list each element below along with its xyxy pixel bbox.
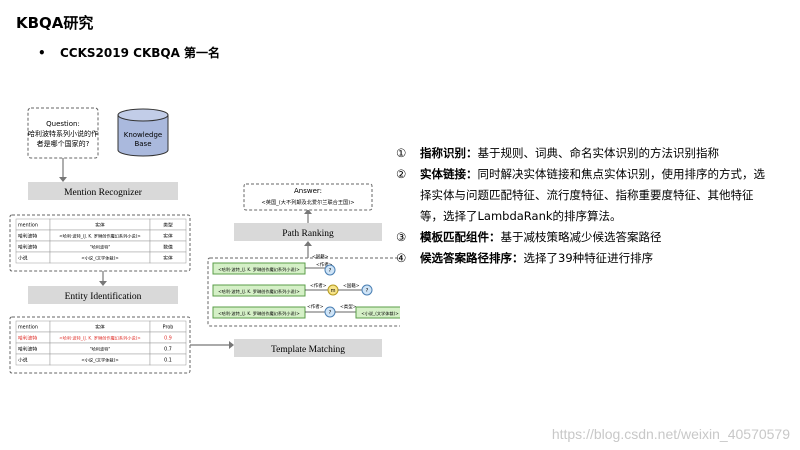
list-term: 候选答案路径排序： [420,251,524,265]
path-rel-3b: <类型> [340,303,357,310]
list-desc: 基于减枝策略减少候选答案路径 [500,230,662,244]
table-cell-bg [149,251,187,264]
table-header-cell: mention [18,325,38,331]
list-desc: 同时解决实体链接和焦点实体识别，使用排序的方式，选择实体与问题匹配特征、流行度特… [420,167,765,223]
table-header-cell: Prob [163,325,174,331]
question-label: Question: [46,120,80,128]
list-item: ① 指称识别：基于规则、词典、命名实体识别的方法识别指称 [396,143,776,164]
table-header-cell: 实体 [95,222,105,229]
path-entity-2-text: <哈利·波特_(J. K. 罗琳创作魔幻系列小说)> [218,288,300,295]
question-box [27,107,99,159]
list-number: ④ [396,251,407,265]
table-cell: 0.1 [164,358,172,364]
table-cell: 0.7 [164,347,172,353]
path-entity-3-text: <哈利·波特_(J. K. 罗琳创作魔幻系列小说)> [218,310,300,317]
template-matching-label: Template Matching [271,345,345,355]
table-cell: 哈利波特 [18,244,37,251]
path-rel-2b: <国籍> [343,282,360,289]
table-cell: 数值 [163,244,173,251]
path-var-2: ? [366,288,369,294]
question-line2: 者是哪个国家的? [37,139,90,148]
path-var-1: ? [329,268,332,274]
list-desc: 基于规则、词典、命名实体识别的方法识别指称 [477,146,720,160]
table-cell-bg [149,353,187,366]
question-line1: 哈利波特系列小说的作 [28,129,98,138]
path-rel-top: <国籍> [312,253,329,260]
table-cell: 小说 [18,255,28,262]
path-entity-3b-text: <小说_(文学体裁)> [361,310,399,317]
table-header-cell: 实体 [95,324,105,331]
path-entity-1-text: <哈利·波特_(J. K. 罗琳创作魔幻系列小说)> [218,266,300,273]
watermark-url: https://blog.csdn.net/weixin_40570579 [551,426,790,442]
path-rel-3: <作者> [307,303,324,310]
table-cell: <小说_(文学体裁)> [81,357,119,364]
list-text: 指称识别：基于规则、词典、命名实体识别的方法识别指称 [420,143,776,164]
bullet-item: • CCKS2019 CKBQA 第一名 [38,44,220,61]
table-header-cell: mention [18,223,38,229]
path-entity-1 [212,262,306,275]
table-cell: 哈利波特 [18,335,37,342]
path-entity-2 [212,284,306,297]
table-cell: <哈利·波特_(J. K. 罗琳创作魔幻系列小说)> [59,233,141,240]
entity-table: mention 实体 Prob 哈利波特 <哈利·波特_(J. K. 罗琳创作魔幻系列小… [15,320,187,366]
entity-identification-label: Entity Identification [65,291,142,302]
table-cell: 小说 [18,357,28,364]
path-ranking-label: Path Ranking [282,229,334,239]
list-item: ④ 候选答案路径排序：选择了39种特征进行排序 [396,248,776,269]
list-item: ③ 模板匹配组件：基于减枝策略减少候选答案路径 [396,227,776,248]
table-cell: <小说_(文学体裁)> [81,255,119,262]
list-number: ① [396,146,407,160]
mention-recognizer-box [28,182,178,200]
table-header-cell: 类型 [163,222,173,229]
bullet-text: CCKS2019 CKBQA 第一名 [60,46,221,60]
path-ranking-box [234,223,382,241]
list-text: 模板匹配组件：基于减枝策略减少候选答案路径 [420,227,776,248]
path-mid-label: m [331,288,336,294]
slide-title: KBQA研究 [16,14,94,32]
list-text: 候选答案路径排序：选择了39种特征进行排序 [420,248,776,269]
list-item: ② 实体链接：同时解决实体链接和焦点实体识别，使用排序的方式，选择实体与问题匹配特… [396,164,776,227]
table-cell: 实体 [163,255,173,262]
answer-label: Answer: [294,187,322,195]
list-term: 指称识别： [420,146,478,160]
list-text: 实体链接：同时解决实体链接和焦点实体识别，使用排序的方式，选择实体与问题匹配特征… [420,164,776,227]
list-number: ③ [396,230,407,244]
kbqa-pipeline-diagram: Question: 哈利波特系列小说的作 者是哪个国家的? Knowledge … [9,107,400,374]
path-entity-3b [355,306,400,319]
template-matching-box [234,339,382,357]
path-var-3: ? [329,310,332,316]
table-cell: 哈利波特 [18,346,37,353]
answer-box [243,183,373,211]
list-desc: 选择了39种特征进行排序 [523,251,654,265]
path-rel-2: <作者> [310,282,327,289]
list-term: 模板匹配组件： [420,230,501,244]
table-cell: 哈利波特 [18,233,37,240]
list-term: 实体链接： [420,167,478,181]
component-list: ① 指称识别：基于规则、词典、命名实体识别的方法识别指称 ② 实体链接：同时解决实体链… [396,143,776,269]
bullet-dot: • [38,46,46,60]
path-var-node-1 [324,264,336,276]
path-entity-3 [212,306,306,319]
candidate-paths: <哈利·波特_(J. K. 罗琳创作魔幻系列小说)> <作者> ? <哈利·波特… [212,253,400,319]
entity-identification-box [28,286,178,304]
answer-value: <英国_(大不列颠及北爱尔兰联合王国)> [261,198,354,206]
table-cell: 0.9 [164,336,172,342]
table-cell: 实体 [163,233,173,240]
kb-label-1: Knowledge [124,131,162,139]
knowledge-base-icon [117,108,169,157]
table-cell: <哈利·波特_(J. K. 罗琳创作魔幻系列小说)> [59,335,141,342]
kb-label-2: Base [134,140,151,148]
list-number: ② [396,167,407,181]
path-var-node-2 [361,284,373,296]
path-rel-1: <作者> [316,261,333,268]
mention-recognizer-label: Mention Recognizer [64,188,143,198]
table-cell: "哈利波特" [90,346,111,353]
table-cell: "哈利波特" [90,244,111,251]
